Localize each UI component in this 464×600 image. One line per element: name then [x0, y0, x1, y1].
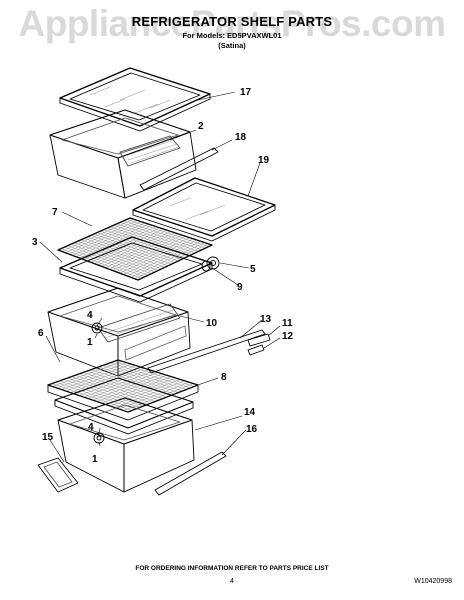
callout-1-upper: 1	[87, 337, 93, 348]
callout-3: 3	[32, 237, 38, 248]
callout-15: 15	[42, 432, 54, 443]
callout-4-upper: 4	[87, 310, 93, 321]
part-7-grid-glass-panel	[57, 217, 213, 281]
part-11-clip	[247, 333, 271, 347]
ordering-note: FOR ORDERING INFORMATION REFER TO PARTS …	[135, 565, 329, 572]
callout-2: 2	[198, 121, 204, 132]
callout-14: 14	[244, 407, 256, 418]
callout-19: 19	[258, 155, 270, 166]
part-16-drawer-rail	[154, 451, 227, 496]
callout-16: 16	[246, 424, 258, 435]
callout-13: 13	[260, 314, 272, 325]
part-14-bottom-crisper-drawer	[57, 397, 195, 493]
part-9-roller-wheel	[201, 260, 211, 272]
part-8-lower-glass-shelf	[47, 359, 199, 435]
model-subtitle: For Models: ED5PVAXWL01 (Satina)	[0, 31, 464, 51]
callout-4-lower: 4	[88, 422, 94, 433]
callout-18: 18	[235, 132, 247, 143]
callout-8: 8	[221, 372, 227, 383]
callout-6: 6	[38, 328, 44, 339]
callout-10: 10	[206, 318, 218, 329]
part-13-drawer-rail	[147, 329, 266, 374]
callout-5: 5	[250, 264, 256, 275]
part-2-top-crisper-drawer	[49, 109, 197, 199]
callout-17: 17	[240, 87, 252, 98]
color-line: (Satina)	[218, 41, 246, 50]
part-10-middle-crisper-drawer	[47, 287, 191, 377]
part-18-drawer-rail	[139, 147, 219, 191]
document-number: W10420998	[414, 578, 452, 585]
part-15-label-card	[37, 457, 79, 493]
part-12-clip	[247, 344, 265, 356]
leader-lines	[39, 91, 281, 463]
callout-9: 9	[237, 282, 243, 293]
callout-12: 12	[282, 331, 294, 342]
page-number: 4	[230, 578, 234, 585]
callout-1-lower: 1	[92, 454, 98, 465]
part-5-roller	[206, 256, 220, 270]
watermark: AppliancePartsPros.com	[18, 3, 446, 44]
model-line: For Models: ED5PVAXWL01	[182, 31, 282, 40]
page-title: REFRIGERATOR SHELF PARTS	[131, 14, 333, 29]
callout-7: 7	[52, 207, 58, 218]
callout-11: 11	[282, 318, 293, 329]
part-19-glass-shelf	[132, 177, 276, 242]
